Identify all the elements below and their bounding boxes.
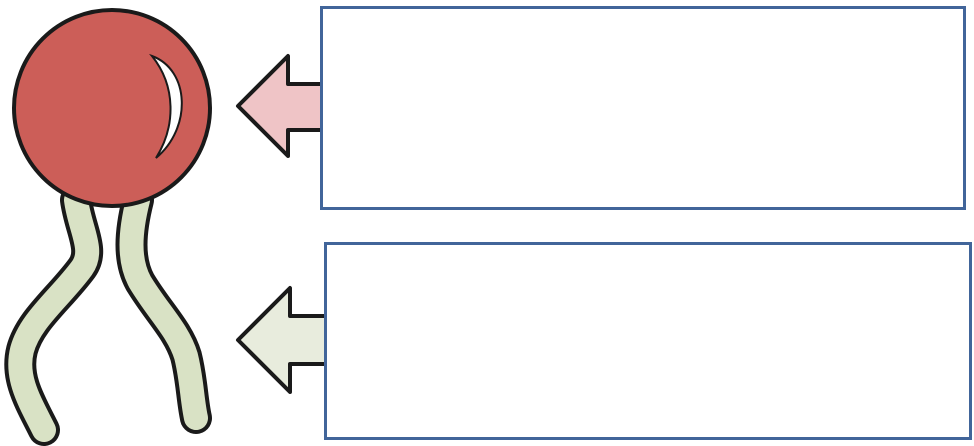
tails-arrow-icon <box>236 286 328 394</box>
head-highlight <box>148 53 183 159</box>
tail-right <box>119 188 208 430</box>
head-label-box[interactable] <box>320 6 966 210</box>
hydrophilic-head-icon <box>12 8 212 208</box>
hydrophobic-tails-icon <box>4 184 212 446</box>
tails-label-box[interactable] <box>324 242 972 440</box>
tail-left <box>8 188 100 442</box>
head-arrow-icon <box>236 54 324 158</box>
head-circle <box>12 8 212 208</box>
